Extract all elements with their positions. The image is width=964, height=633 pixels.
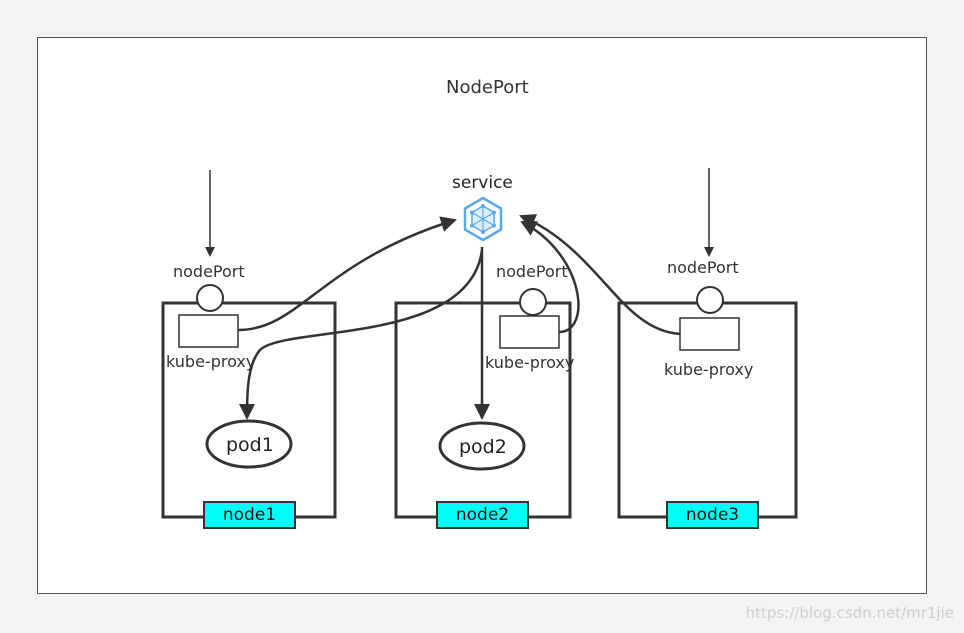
kube-proxy-label-node3: kube-proxy xyxy=(664,360,754,379)
nodeport-circle-node1 xyxy=(196,284,224,312)
kube-proxy-box-node2 xyxy=(499,315,560,349)
flow-proxy3-to-service xyxy=(519,214,681,336)
nodeport-label-node3: nodePort xyxy=(667,258,739,277)
pod2-label: pod2 xyxy=(459,436,507,458)
kube-proxy-box-node1 xyxy=(178,314,239,348)
pod1-ellipse xyxy=(205,419,293,469)
node2-label: node2 xyxy=(436,501,529,529)
diagram-title: NodePort xyxy=(446,77,529,98)
nodeport-label-node2: nodePort xyxy=(496,262,568,281)
pod2-ellipse xyxy=(438,421,526,471)
flow-service-to-pod1 xyxy=(239,249,484,420)
nodeport-circle-node2 xyxy=(519,288,547,316)
node3-label: node3 xyxy=(666,501,759,529)
nodeport-circle-node3 xyxy=(696,286,724,314)
flow-proxy1-to-service xyxy=(237,216,457,332)
kube-proxy-label-node1: kube-proxy xyxy=(166,352,256,371)
nodeport-label-node1: nodePort xyxy=(173,262,245,281)
watermark-text: https://blog.csdn.net/mr1jie xyxy=(745,604,954,622)
service-hexagon-icon xyxy=(463,196,503,242)
kube-proxy-label-node2: kube-proxy xyxy=(485,353,575,372)
kube-proxy-box-node3 xyxy=(679,317,740,351)
pod1-label: pod1 xyxy=(226,434,274,456)
flow-proxy2-to-service xyxy=(520,220,580,334)
node1-label: node1 xyxy=(203,501,296,529)
service-label: service xyxy=(452,173,513,193)
